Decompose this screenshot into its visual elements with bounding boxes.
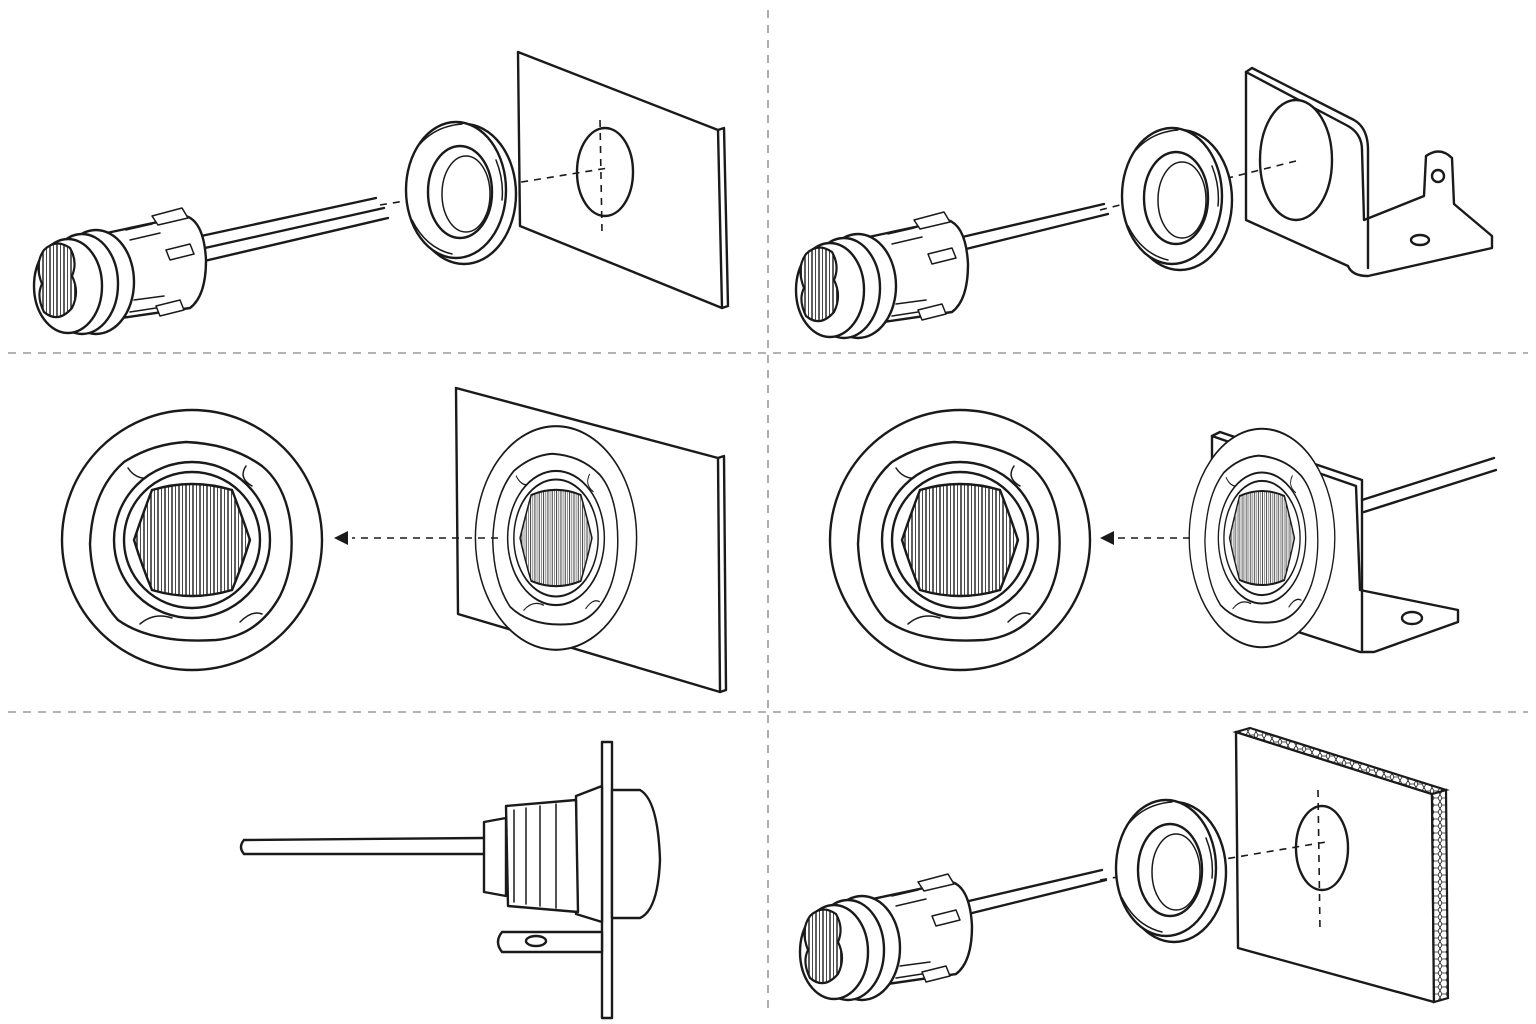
panel-exploded-honeycomb-mount bbox=[798, 726, 1450, 1004]
connector-flange bbox=[610, 788, 662, 920]
connector-body bbox=[504, 798, 580, 914]
panel-dividers bbox=[8, 10, 1528, 1014]
bracket-screw-hole bbox=[1430, 168, 1446, 184]
connector-wires bbox=[190, 196, 390, 264]
installed-connector bbox=[1188, 427, 1336, 649]
lock-nut bbox=[404, 120, 518, 266]
panel-cutout-hole bbox=[1294, 804, 1350, 892]
panel-exploded-panel-mount bbox=[32, 50, 730, 336]
connector-wires bbox=[239, 836, 486, 856]
connector-plug bbox=[798, 872, 974, 1002]
panel-installed-panel-detail bbox=[60, 386, 728, 694]
connector-plug bbox=[32, 206, 208, 336]
connector-wires bbox=[954, 868, 1108, 918]
panel-cutout-hole bbox=[575, 126, 635, 218]
panel-side-view-bracket bbox=[239, 740, 662, 1020]
connector-front-detail bbox=[60, 408, 324, 672]
detail-arrow bbox=[1100, 531, 1114, 545]
connector-wires bbox=[956, 202, 1110, 252]
lock-nut bbox=[1120, 126, 1234, 272]
connector-front-detail bbox=[828, 408, 1092, 672]
bracket-vertical-plate bbox=[600, 740, 614, 1020]
panel-installed-bracket-detail bbox=[828, 408, 1498, 672]
panel-exploded-bracket-mount bbox=[794, 66, 1494, 340]
connector-wires bbox=[1360, 456, 1498, 514]
detail-arrow bbox=[334, 531, 348, 545]
bracket-screw-hole bbox=[524, 934, 548, 948]
installed-connector bbox=[474, 425, 638, 651]
connector-plug bbox=[794, 210, 970, 340]
connector-collar bbox=[574, 784, 604, 924]
lock-nut bbox=[1114, 798, 1228, 944]
bracket-mount-hole bbox=[1258, 98, 1334, 222]
bracket-screw-hole bbox=[1400, 610, 1424, 626]
bracket-foot bbox=[496, 930, 604, 954]
